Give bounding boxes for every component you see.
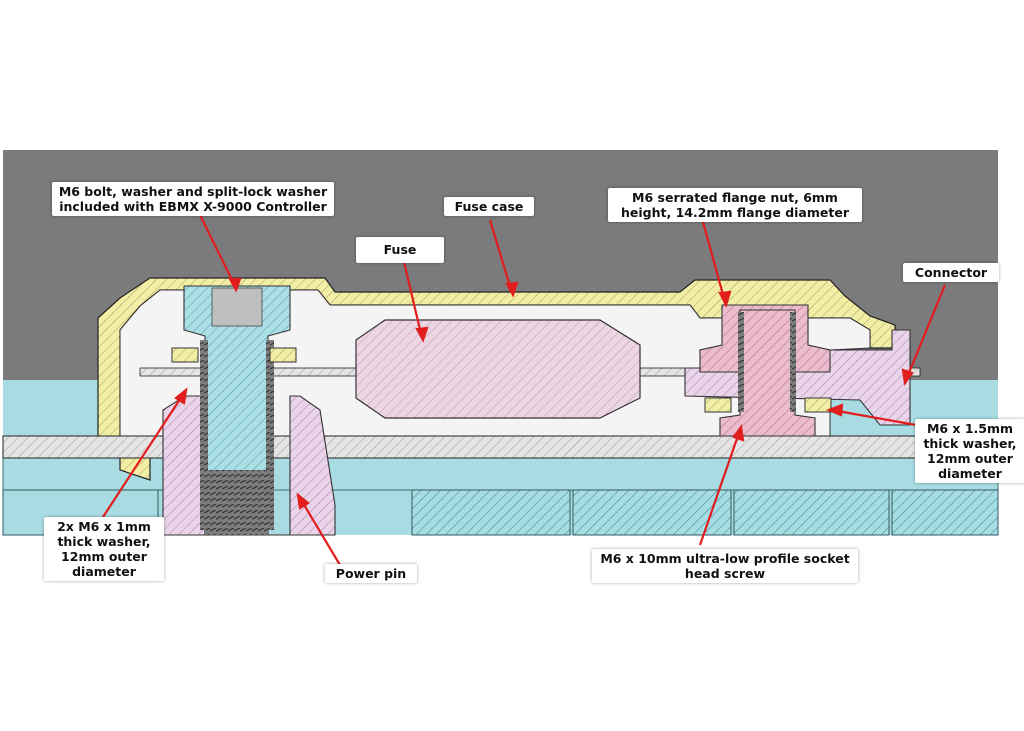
base-block-2 bbox=[572, 489, 732, 536]
leader-bolt bbox=[199, 214, 237, 289]
leader-power-pin-arrow bbox=[296, 492, 310, 510]
leader-washer-1-arrow bbox=[174, 387, 188, 405]
leader-connector bbox=[904, 284, 947, 381]
leader-socket-screw bbox=[698, 429, 742, 546]
label-power-pin: Power pin bbox=[325, 564, 417, 583]
label-washer-1mm: 2x M6 x 1mm thick washer, 12mm outer dia… bbox=[44, 517, 164, 581]
leader-power-pin bbox=[299, 497, 341, 566]
label-fuse: Fuse bbox=[356, 237, 444, 263]
leader-fuse-case bbox=[488, 219, 514, 294]
washer-left-a bbox=[171, 347, 199, 363]
fuse-body bbox=[355, 319, 641, 419]
label-flange-nut: M6 serrated flange nut, 6mm height, 14.2… bbox=[608, 188, 862, 222]
bolt-thread-bottom bbox=[206, 470, 268, 535]
base-block-1 bbox=[411, 489, 571, 536]
washer-right-a bbox=[704, 397, 732, 413]
leader-washer-15-arrow bbox=[826, 403, 844, 417]
leader-fuse-case-arrow bbox=[505, 281, 519, 298]
base-block-3 bbox=[733, 489, 890, 536]
screw-thread-right bbox=[738, 312, 744, 412]
leader-connector-arrow bbox=[901, 368, 914, 386]
leader-fuse bbox=[402, 261, 424, 339]
label-washer-15mm: M6 x 1.5mm thick washer, 12mm outer diam… bbox=[915, 419, 1024, 483]
screw-thread-right-2 bbox=[790, 312, 796, 412]
leader-flange-nut-arrow bbox=[718, 290, 732, 308]
label-bolt-washer: M6 bolt, washer and split-lock washer in… bbox=[52, 182, 334, 216]
leader-fuse-arrow bbox=[415, 326, 429, 343]
leader-washer-15 bbox=[831, 408, 917, 427]
washer-left-b bbox=[269, 347, 297, 363]
label-socket-screw: M6 x 10mm ultra-low profile socket head … bbox=[592, 549, 858, 583]
bolt-thread-left bbox=[200, 340, 208, 530]
label-fuse-case: Fuse case bbox=[444, 197, 534, 216]
bolt-socket bbox=[211, 287, 263, 327]
leader-bolt-arrow bbox=[228, 277, 242, 293]
leader-flange-nut bbox=[701, 221, 727, 303]
leader-socket-screw-arrow bbox=[732, 424, 745, 442]
washer-right-b bbox=[804, 397, 832, 413]
bolt-thread-right bbox=[266, 340, 274, 530]
label-connector: Connector bbox=[903, 263, 999, 282]
leader-washer-1 bbox=[102, 392, 185, 518]
bus-plate bbox=[2, 435, 999, 459]
base-block-4 bbox=[891, 489, 999, 536]
